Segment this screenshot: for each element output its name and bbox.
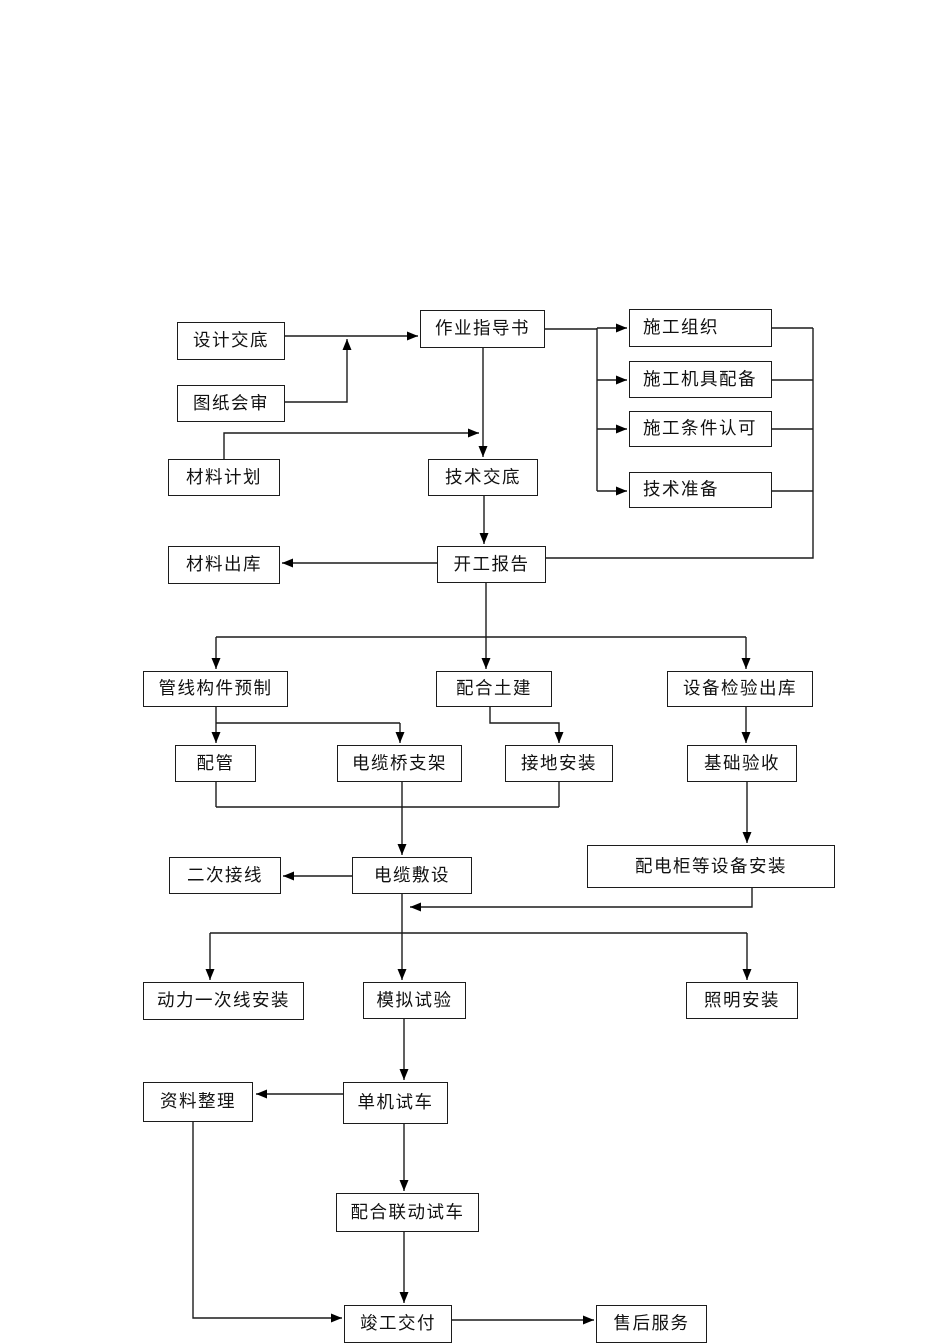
arrowhead-drop-civil bbox=[481, 658, 491, 669]
arrowhead-equipment-to-foundation bbox=[741, 732, 751, 743]
arrowhead-drawing-review-up bbox=[342, 339, 352, 350]
flow-node-power-primary-line: 动力一次线安装 bbox=[143, 982, 304, 1020]
arrowhead-simulation-to-single-test bbox=[399, 1069, 409, 1080]
flow-node-technical-preparation: 技术准备 bbox=[629, 472, 772, 508]
arrowhead-drop-lighting bbox=[742, 969, 752, 980]
flow-node-secondary-wiring: 二次接线 bbox=[169, 857, 281, 894]
flow-node-cable-laying: 电缆敷设 bbox=[352, 857, 472, 894]
arrowhead-branch-tools bbox=[616, 375, 627, 385]
arrowhead-material-plan-feed bbox=[468, 428, 479, 438]
edge-material-plan-feed bbox=[223, 432, 479, 459]
flow-node-lighting-installation: 照明安装 bbox=[686, 982, 798, 1019]
flow-node-construction-organization: 施工组织 bbox=[629, 309, 772, 347]
arrowhead-laying-to-secondary-wiring bbox=[283, 871, 294, 881]
flow-node-foundation-acceptance: 基础验收 bbox=[687, 745, 797, 782]
arrowhead-cable-bridge-to-laying bbox=[397, 844, 407, 855]
flow-node-work-instruction: 作业指导书 bbox=[420, 310, 545, 348]
arrowhead-instruction-to-tech-disclosure bbox=[478, 446, 488, 457]
flow-node-pipeline-prefabrication: 管线构件预制 bbox=[143, 671, 288, 707]
edge-collector-to-commencement bbox=[546, 328, 814, 559]
edge-cabinet-merge bbox=[410, 888, 753, 908]
flow-node-after-sales-service: 售后服务 bbox=[596, 1305, 707, 1343]
flow-node-civil-cooperation: 配合土建 bbox=[436, 671, 552, 707]
arrowhead-branch-conditions bbox=[616, 424, 627, 434]
edge-drawing-review-up bbox=[285, 339, 348, 403]
arrowhead-design-to-instruction bbox=[407, 331, 418, 341]
arrowhead-data-to-handover bbox=[331, 1313, 342, 1323]
arrowhead-branch-tech-prep bbox=[616, 486, 627, 496]
flow-node-design-disclosure: 设计交底 bbox=[177, 322, 285, 360]
arrowhead-branch-organization bbox=[616, 323, 627, 333]
arrowhead-single-test-to-data bbox=[256, 1089, 267, 1099]
arrowhead-handover-to-service bbox=[583, 1315, 594, 1325]
arrowhead-cabinet-merge bbox=[410, 902, 421, 912]
flow-node-single-machine-test: 单机试车 bbox=[343, 1082, 448, 1124]
arrowhead-commencement-to-material-outbound bbox=[282, 558, 293, 568]
arrowhead-joint-to-handover bbox=[399, 1292, 409, 1303]
arrowhead-drop-power-primary bbox=[205, 969, 215, 980]
arrowhead-drop-pipeline bbox=[211, 658, 221, 669]
flow-node-data-collation: 资料整理 bbox=[143, 1082, 253, 1122]
arrowhead-tech-disclosure-to-commencement bbox=[479, 533, 489, 544]
arrowhead-civil-to-grounding bbox=[554, 732, 564, 743]
flow-node-drawing-review: 图纸会审 bbox=[177, 385, 285, 422]
flow-node-material-plan: 材料计划 bbox=[168, 459, 280, 496]
arrowhead-foundation-to-cabinet bbox=[742, 832, 752, 843]
arrowhead-pipeline-to-pipe-fitting bbox=[211, 732, 221, 743]
flow-node-equipment-inspection: 设备检验出库 bbox=[667, 671, 813, 707]
flow-node-construction-tools: 施工机具配备 bbox=[629, 361, 772, 398]
flow-node-pipe-fitting: 配管 bbox=[175, 745, 256, 782]
arrowhead-drop-cable-bridge bbox=[395, 732, 405, 743]
flow-node-technical-disclosure: 技术交底 bbox=[428, 459, 538, 496]
flow-node-construction-conditions: 施工条件认可 bbox=[629, 411, 772, 447]
flow-node-grounding-installation: 接地安装 bbox=[505, 745, 613, 782]
arrowhead-single-test-to-joint bbox=[399, 1180, 409, 1191]
edge-data-to-handover bbox=[192, 1122, 342, 1319]
flow-node-joint-commissioning: 配合联动试车 bbox=[336, 1193, 479, 1232]
flow-node-simulation-test: 模拟试验 bbox=[363, 982, 466, 1019]
flow-node-commencement-report: 开工报告 bbox=[437, 546, 546, 583]
flow-node-cable-bridge-support: 电缆桥支架 bbox=[337, 745, 462, 782]
arrowhead-drop-simulation bbox=[397, 969, 407, 980]
arrowhead-drop-equipment bbox=[741, 658, 751, 669]
flow-node-completion-handover: 竣工交付 bbox=[344, 1305, 452, 1343]
flow-node-distribution-cabinet-installation: 配电柜等设备安装 bbox=[587, 845, 835, 888]
flow-node-material-outbound: 材料出库 bbox=[168, 546, 280, 584]
